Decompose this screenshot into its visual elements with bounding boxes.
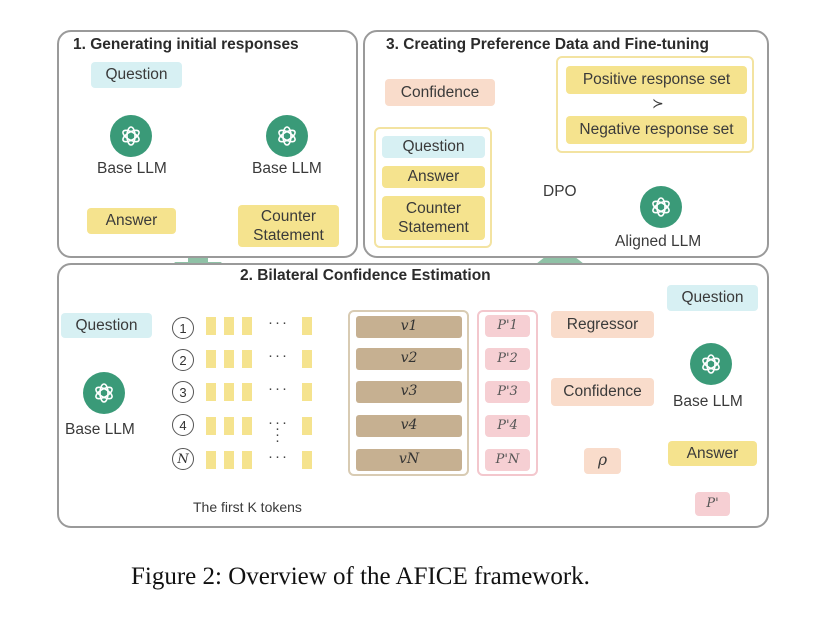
panel2-right-base-llm-label: Base LLM	[673, 393, 743, 410]
panel1-counter-statement-box: Counter Statement	[238, 205, 339, 247]
regressor-box: Regressor	[551, 311, 654, 338]
v-box-4: v4	[356, 415, 462, 437]
branch-circle-4: 4	[172, 414, 194, 436]
panel2-question-box: Question	[61, 313, 152, 338]
response-sets-group	[556, 56, 754, 153]
openai-logo-icon	[95, 383, 113, 403]
v-box-3: v3	[356, 381, 462, 403]
p-prime-box-n: P'N	[485, 449, 530, 471]
panel3-title: 3. Creating Preference Data and Fine-tun…	[386, 36, 709, 53]
p-prime-group	[477, 310, 538, 476]
rho-box: ρ	[584, 448, 621, 474]
p-prime-box-1: P'1	[485, 315, 530, 337]
qa-counter-group	[374, 127, 492, 248]
panel1-title: 1. Generating initial responses	[73, 36, 299, 53]
panel1-base-llm-label-1: Base LLM	[97, 160, 167, 177]
aligned-llm-icon	[640, 186, 682, 228]
base-llm-icon	[110, 115, 152, 157]
preference-symbol: ≻	[652, 95, 664, 111]
panel3-answer-box: Answer	[382, 166, 485, 188]
panel3-question-box: Question	[382, 136, 485, 158]
vertical-ellipsis: ···	[275, 420, 280, 449]
v-vector-group	[348, 310, 469, 476]
base-llm-icon	[83, 372, 125, 414]
negative-response-set-box: Negative response set	[566, 116, 747, 144]
openai-logo-icon	[278, 126, 296, 146]
panel1-answer-box: Answer	[87, 208, 176, 234]
panel2-title: 2. Bilateral Confidence Estimation	[240, 267, 491, 284]
panel2-confidence-box: Confidence	[551, 378, 654, 406]
branch-circle-3: 3	[172, 381, 194, 403]
p-prime-box-2: P'2	[485, 348, 530, 370]
branch-circle-2: 2	[172, 349, 194, 371]
p-prime-box-3: P'3	[485, 381, 530, 403]
branch-circle-n: N	[172, 448, 194, 470]
first-k-tokens-label: The first K tokens	[193, 499, 302, 515]
v-box-n: vN	[356, 449, 462, 471]
panel2-right-question-box: Question	[667, 285, 758, 311]
p-prime-final-box: P'	[695, 492, 730, 516]
panel1-base-llm-label-2: Base LLM	[252, 160, 322, 177]
panel1-question-box: Question	[91, 62, 182, 88]
v-box-1: v1	[356, 316, 462, 338]
panel2-base-llm-label: Base LLM	[65, 421, 135, 438]
base-llm-icon	[266, 115, 308, 157]
openai-logo-icon	[122, 126, 140, 146]
aligned-llm-label: Aligned LLM	[615, 233, 702, 250]
panel2-right-answer-box: Answer	[668, 441, 757, 466]
figure-caption: Figure 2: Overview of the AFICE framewor…	[131, 563, 590, 590]
base-llm-icon	[690, 343, 732, 385]
openai-logo-icon	[652, 197, 670, 217]
v-box-2: v2	[356, 348, 462, 370]
branch-circle-1: 1	[172, 317, 194, 339]
panel3-confidence-box: Confidence	[385, 79, 495, 106]
openai-logo-icon	[702, 354, 720, 374]
panel3-counter-statement-box: Counter Statement	[382, 196, 485, 240]
dpo-label: DPO	[543, 183, 577, 200]
p-prime-box-4: P'4	[485, 415, 530, 437]
positive-response-set-box: Positive response set	[566, 66, 747, 94]
